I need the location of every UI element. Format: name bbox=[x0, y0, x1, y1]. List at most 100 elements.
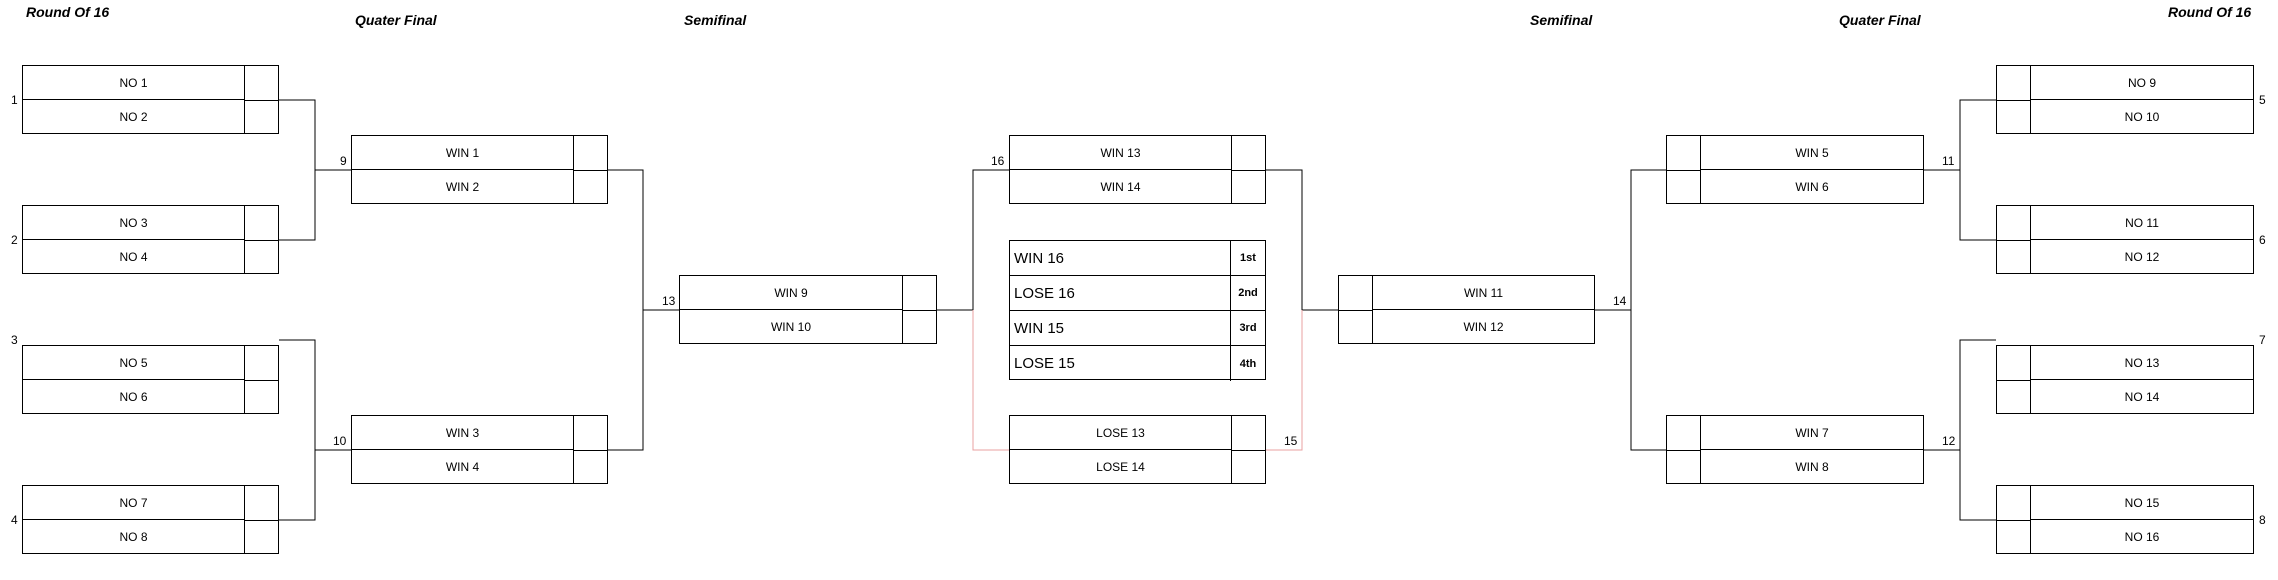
standing-rank: 1st bbox=[1230, 241, 1265, 275]
match-number-14: 14 bbox=[1613, 294, 1627, 308]
slot-top: NO 13 bbox=[2031, 346, 2253, 380]
slot-bottom: NO 6 bbox=[119, 390, 148, 404]
match-number-16: 16 bbox=[991, 154, 1005, 168]
score-column bbox=[1231, 136, 1265, 203]
slot-bottom: NO 12 bbox=[2124, 250, 2160, 264]
standing-row-4th: LOSE 15 4th bbox=[1010, 346, 1265, 381]
slot-top: NO 7 bbox=[23, 486, 244, 520]
score-column bbox=[244, 66, 278, 133]
round-title-left-sf: Semifinal bbox=[684, 12, 747, 28]
match-number-8: 8 bbox=[2259, 513, 2266, 527]
connector-m3-m4 bbox=[279, 339, 316, 521]
score-column bbox=[244, 206, 278, 273]
match-number-4: 4 bbox=[11, 513, 18, 527]
slot-top: NO 15 bbox=[2031, 486, 2253, 520]
standing-label: WIN 15 bbox=[1014, 319, 1065, 337]
score-column bbox=[1339, 276, 1373, 343]
match-8: NO 15 NO 16 bbox=[1996, 485, 2254, 554]
match-1: NO 1 NO 2 bbox=[22, 65, 279, 134]
match-number-15: 15 bbox=[1284, 434, 1298, 448]
match-14: WIN 11 WIN 12 bbox=[1338, 275, 1595, 344]
round-title-right-r16: Round Of 16 bbox=[2168, 4, 2252, 20]
score-column bbox=[244, 486, 278, 553]
score-column bbox=[573, 136, 607, 203]
slot-bottom: WIN 4 bbox=[445, 460, 480, 474]
score-column bbox=[573, 416, 607, 483]
round-title-right-qf: Quater Final bbox=[1839, 12, 1921, 28]
match-number-5: 5 bbox=[2259, 93, 2266, 107]
score-column bbox=[1997, 66, 2031, 133]
slot-top: WIN 13 bbox=[1010, 136, 1231, 170]
slot-bottom: NO 16 bbox=[2124, 530, 2160, 544]
standing-rank: 3rd bbox=[1230, 311, 1265, 345]
match-number-10: 10 bbox=[333, 434, 347, 448]
slot-bottom: NO 14 bbox=[2124, 390, 2160, 404]
slot-top: NO 1 bbox=[23, 66, 244, 100]
slot-bottom: WIN 14 bbox=[1100, 180, 1141, 194]
slot-top: NO 11 bbox=[2031, 206, 2253, 240]
connector-loser-left bbox=[972, 310, 1009, 451]
match-number-12: 12 bbox=[1942, 434, 1956, 448]
slot-bottom: WIN 12 bbox=[1463, 320, 1504, 334]
connector-m7-m8 bbox=[1959, 339, 1996, 521]
match-number-11: 11 bbox=[1942, 154, 1955, 168]
match-16-final: WIN 13 WIN 14 bbox=[1009, 135, 1266, 204]
score-column bbox=[1667, 136, 1701, 203]
match-number-13: 13 bbox=[662, 294, 676, 308]
slot-top: WIN 3 bbox=[352, 416, 573, 450]
standing-label: WIN 16 bbox=[1014, 249, 1065, 267]
standing-row-1st: WIN 16 1st bbox=[1010, 241, 1265, 276]
score-column bbox=[1997, 486, 2031, 553]
slot-bottom: NO 10 bbox=[2124, 110, 2160, 124]
slot-bottom: WIN 2 bbox=[445, 180, 480, 194]
connector-m13-m16 bbox=[937, 169, 1009, 311]
connector-loser-right bbox=[1266, 310, 1303, 451]
match-13: WIN 9 WIN 10 bbox=[679, 275, 937, 344]
slot-bottom: WIN 6 bbox=[1795, 180, 1829, 194]
match-10: WIN 3 WIN 4 bbox=[351, 415, 608, 484]
score-column bbox=[244, 346, 278, 413]
connector-m9-m10 bbox=[608, 169, 644, 451]
slot-top: WIN 7 bbox=[1701, 416, 1923, 450]
connector-m5-m6 bbox=[1959, 99, 1996, 241]
match-3: NO 5 NO 6 bbox=[22, 345, 279, 414]
round-title-left-r16: Round Of 16 bbox=[26, 4, 110, 20]
match-12: WIN 7 WIN 8 bbox=[1666, 415, 1924, 484]
match-15-third-place: LOSE 13 LOSE 14 bbox=[1009, 415, 1266, 484]
score-column bbox=[902, 276, 936, 343]
match-number-1: 1 bbox=[11, 93, 18, 107]
match-number-9: 9 bbox=[340, 154, 347, 168]
match-11: WIN 5 WIN 6 bbox=[1666, 135, 1924, 204]
score-column bbox=[1997, 346, 2031, 413]
match-2: NO 3 NO 4 bbox=[22, 205, 279, 274]
slot-bottom: LOSE 14 bbox=[1096, 460, 1145, 474]
slot-top: NO 9 bbox=[2031, 66, 2253, 100]
score-column bbox=[1667, 416, 1701, 483]
slot-top: WIN 5 bbox=[1701, 136, 1923, 170]
round-title-left-qf: Quater Final bbox=[355, 12, 437, 28]
match-4: NO 7 NO 8 bbox=[22, 485, 279, 554]
slot-bottom: NO 2 bbox=[119, 110, 148, 124]
standing-label: LOSE 15 bbox=[1014, 355, 1075, 372]
connector-m14-m16 bbox=[1266, 169, 1338, 311]
slot-top: NO 5 bbox=[23, 346, 244, 380]
slot-bottom: NO 8 bbox=[119, 530, 148, 544]
match-7: NO 13 NO 14 bbox=[1996, 345, 2254, 414]
match-number-7: 7 bbox=[2259, 333, 2266, 347]
score-column bbox=[1997, 206, 2031, 273]
slot-bottom: NO 4 bbox=[119, 250, 148, 264]
connector-m1-m2 bbox=[279, 99, 316, 241]
match-9: WIN 1 WIN 2 bbox=[351, 135, 608, 204]
standing-row-3rd: WIN 15 3rd bbox=[1010, 311, 1265, 346]
slot-top: LOSE 13 bbox=[1010, 416, 1231, 450]
round-title-right-sf: Semifinal bbox=[1530, 12, 1593, 28]
slot-bottom: WIN 10 bbox=[770, 320, 811, 334]
slot-top: WIN 1 bbox=[352, 136, 573, 170]
standing-label: LOSE 16 bbox=[1014, 284, 1075, 302]
match-5: NO 9 NO 10 bbox=[1996, 65, 2254, 134]
standing-rank: 2nd bbox=[1230, 276, 1265, 310]
standing-rank: 4th bbox=[1230, 346, 1265, 381]
match-number-6: 6 bbox=[2259, 233, 2266, 247]
score-column bbox=[1231, 416, 1265, 483]
